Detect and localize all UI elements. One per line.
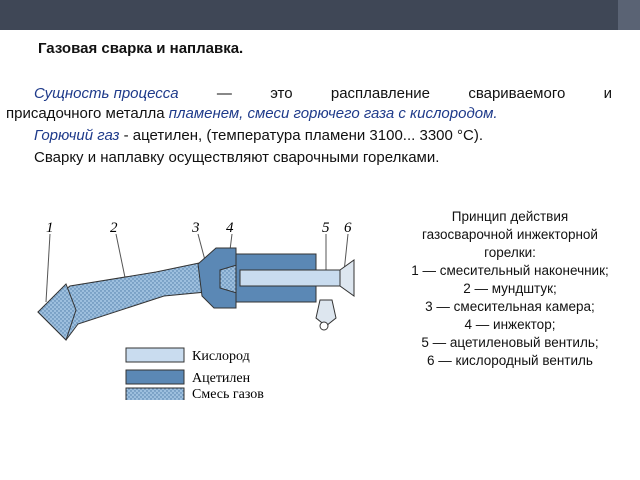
diagram-number-5: 5: [322, 220, 330, 236]
flame-text: пламенем, смеси горючего газа с кислород…: [168, 105, 498, 122]
mixing-chamber-shape: [197, 247, 237, 309]
caption-item-5: 5 — ацетиленовый вентиль;: [421, 335, 599, 350]
diagram-number-4: 4: [226, 220, 234, 236]
legend-label-mixture: Смесь газов: [192, 387, 264, 400]
leader-line-1: [45, 233, 51, 303]
dash: —: [216, 85, 232, 102]
term-fuel-gas: Горючий газ: [34, 127, 120, 144]
filler-metal-text: присадочного металла: [6, 105, 169, 122]
diagram-number-2: 2: [110, 220, 118, 236]
diagram-number-1: 1: [46, 220, 54, 236]
acetylene-valve-shape: [315, 299, 337, 327]
legend-label-acetylene: Ацетилен: [192, 371, 251, 386]
caption-item-3: 3 — смесительная камера;: [425, 299, 595, 314]
slide-top-bar: [0, 0, 618, 30]
oxygen-valve-shape: [339, 259, 355, 297]
caption-item-6: 6 — кислородный вентиль: [427, 353, 593, 368]
paragraph-line-3: Горючий газ - ацетилен, (температура пла…: [34, 126, 483, 146]
legend-swatch-acetylene: [125, 369, 185, 385]
diagram-number-3: 3: [191, 220, 200, 236]
oxygen-channel-shape: [239, 269, 341, 287]
nozzle-cone-shape: [37, 283, 77, 341]
caption-item-2: 2 — мундштук;: [463, 281, 557, 296]
slide-top-bar-accent: [618, 0, 640, 30]
caption-item-4: 4 — инжектор;: [464, 317, 556, 332]
paragraph-line-2: присадочного металла пламенем, смеси гор…: [6, 104, 498, 124]
caption-title-line-2: газосварочной инжекторной: [422, 227, 598, 242]
caption-item-1: 1 — смесительный наконечник;: [411, 263, 609, 278]
acetylene-temp-text: - ацетилен, (температура пламени 3100...…: [119, 127, 484, 144]
diagram-number-6: 6: [344, 220, 352, 236]
paragraph-line-1: Сущность процесса — это расплавление сва…: [34, 84, 612, 104]
word-and: и: [603, 85, 612, 102]
legend-label-oxygen: Кислород: [192, 349, 250, 364]
diagram-caption: Принцип действия газосварочной инжекторн…: [380, 208, 640, 370]
acetylene-valve-knob: [319, 321, 329, 331]
caption-title-line-3: горелки:: [484, 245, 536, 260]
torch-diagram: 1 2 3 4 5 6 Кислород Ацетилен Смесь газо…: [37, 220, 355, 400]
word-melting: расплавление: [330, 85, 431, 102]
leader-line-6: [343, 233, 349, 273]
slide-title: Газовая сварка и наплавка.: [38, 40, 244, 57]
word-eto: это: [270, 85, 293, 102]
caption-title-line-1: Принцип действия: [451, 209, 569, 224]
legend-swatch-oxygen: [125, 347, 185, 363]
word-welded: свариваемого: [468, 85, 566, 102]
paragraph-line-4: Сварку и наплавку осуществляют сварочным…: [34, 149, 440, 166]
legend-swatch-mixture: [125, 387, 185, 400]
term-essence: Сущность процесса: [34, 85, 179, 102]
